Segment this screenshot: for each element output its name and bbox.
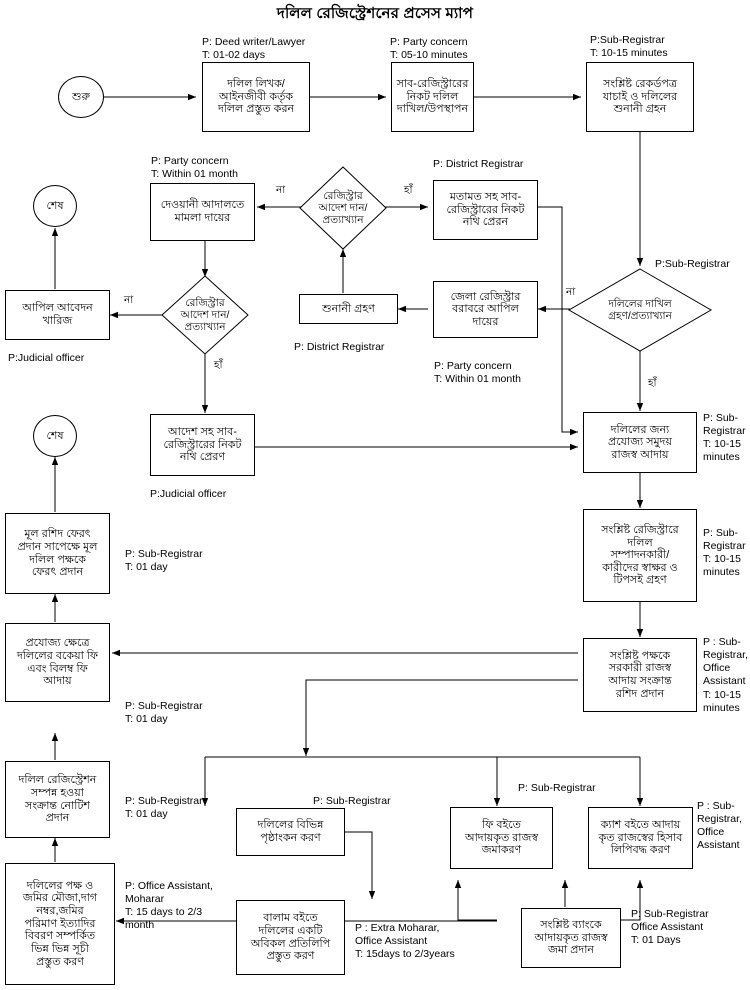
node-end-mid-label: শেষ (46, 429, 64, 442)
annotation-signature-collect: P: Sub- Registrar T: 10-15 minutes (703, 527, 746, 579)
edge-label-no-1: না (276, 184, 286, 196)
node-bank-deposit[interactable]: সংশ্লিষ্ট ব্যাংকে আদায়কৃত রাজস্ব জমা প্… (521, 908, 621, 968)
annotation-civil-court: P: Party concern T: Within 01 month (151, 155, 238, 181)
edge-label-yes-3: হাঁ (648, 377, 657, 389)
annotation-collect-revenue: P: Sub- Registrar T: 10-15 minutes (703, 412, 746, 464)
node-opinion-to-subregistrar[interactable]: মতামত সহ সাব- রেজিস্ট্রারের নিকট নথি প্র… (433, 180, 538, 240)
node-cash-book-label: ক্যাশ বইতে আদায় কৃত রাজস্বের হিসাব লিপি… (598, 819, 683, 857)
diamond-shape-3 (568, 268, 712, 352)
node-arrear-fee-label: প্রযোজ্য ক্ষেত্রে দলিলের বকেয়া ফি এবং ব… (17, 637, 98, 688)
annotation-registration-notice: P: Sub-Registrar T: 01 day (125, 795, 203, 821)
node-end-top-label: শেষ (46, 199, 64, 212)
annotation-submit-deed: P: Party concern T: 05-10 minutes (390, 36, 468, 62)
node-registrar-decision-1-label: রেজিস্ট্রার আদেশ দান/ প্রত্যাখ্যান (318, 189, 368, 227)
node-start-label: শুরু (72, 90, 90, 103)
node-opinion-to-subregistrar-label: মতামত সহ সাব- রেজিস্ট্রারের নিকট নথি প্র… (446, 191, 525, 229)
annotation-arrear-fee: P: Sub-Registrar T: 01 day (125, 700, 203, 726)
node-end-mid[interactable]: শেষ (33, 415, 77, 457)
node-collect-revenue-label: দলিলের জন্য প্রযোজ্য সমুদয় রাজস্ব আদায় (608, 423, 672, 461)
node-registrar-decision-1[interactable]: রেজিস্ট্রার আদেশ দান/ প্রত্যাখ্যান (299, 166, 387, 250)
diamond-shape-2 (161, 275, 249, 355)
edge-label-no-2: না (124, 294, 134, 306)
node-start[interactable]: শুরু (58, 76, 104, 118)
annotation-judicial-officer-mid: P:Judicial officer (150, 488, 227, 500)
annotation-sub-registrar-right: P:Sub-Registrar (655, 258, 730, 270)
node-registrar-decision-2[interactable]: রেজিস্ট্রার আদেশ দান/ প্রত্যাখ্যান (161, 275, 249, 355)
node-receipt-issue-label: সংশ্লিষ্ট পক্ষকে সরকারী রাজস্ব আদায় সংক… (608, 649, 672, 700)
node-endorsement-label: দলিলের বিভিন্ন পৃষ্ঠাংকন করণ (257, 819, 324, 844)
node-appeal-dismissed[interactable]: আপিল আবেদন খারিজ (5, 290, 110, 340)
node-balam-copy-label: বালাম বইতে দলিলের একটি অবিকল প্রতিলিপি প… (250, 912, 331, 963)
node-arrear-fee[interactable]: প্রযোজ্য ক্ষেত্রে দলিলের বকেয়া ফি এবং ব… (5, 623, 110, 702)
annotation-receipt-issue: P : Sub- Registrar, Office Assistant T: … (703, 636, 748, 714)
node-return-original[interactable]: মূল রশিদ ফেরৎ প্রদান সাপেক্ষে মূল দলিল প… (5, 513, 110, 594)
node-doc-accept-reject-label: দলিলের দাখিল গ্রহণ/প্রত্যাখ্যান (608, 297, 672, 322)
node-cash-book[interactable]: ক্যাশ বইতে আদায় কৃত রাজস্বের হিসাব লিপি… (588, 807, 693, 869)
annotation-bank-deposit: P: Sub-Registrar Office Assistant T: 01 … (631, 908, 709, 947)
node-registration-notice[interactable]: দলিল রেজিস্ট্রেশন সম্পন্ন হওয়া সংক্রান্… (5, 761, 110, 838)
annotation-index-prepare: P: Office Assistant, Moharar T: 15 days … (125, 880, 213, 932)
node-order-to-subregistrar-label: আদেশ সহ সাব- রেজিস্ট্রারের নিকট নথি প্রে… (163, 426, 242, 464)
page-title: দলিল রেজিস্ট্রেশনের প্রসেস ম্যাপ (276, 5, 474, 22)
node-appeal-district-registrar-label: জেলা রেজিস্ট্রার বরাবরে আপিল দায়ের (450, 290, 521, 328)
annotation-cash-book: P : Sub- Registrar, Office Assistant (697, 800, 742, 852)
annotation-deed-prepare: P: Deed writer/Lawyer T: 01-02 days (202, 36, 306, 62)
node-hearing-label: শুনানী গ্রহণ (322, 302, 375, 315)
diamond-shape-1 (299, 166, 387, 250)
annotation-fee-book: P: Sub-Registrar (518, 782, 596, 794)
node-endorsement[interactable]: দলিলের বিভিন্ন পৃষ্ঠাংকন করণ (236, 808, 345, 856)
node-registrar-decision-2-label: রেজিস্ট্রার আদেশ দান/ প্রত্যাখ্যান (180, 296, 230, 334)
node-submit-deed-label: সাব-রেজিস্ট্রারের নিকট দলিল দাখিল/উপস্থা… (396, 78, 469, 116)
node-appeal-dismissed-label: আপিল আবেদন খারিজ (22, 302, 93, 327)
node-bank-deposit-label: সংশ্লিষ্ট ব্যাংকে আদায়কৃত রাজস্ব জমা প্… (534, 919, 608, 957)
node-doc-accept-reject[interactable]: দলিলের দাখিল গ্রহণ/প্রত্যাখ্যান (568, 268, 712, 352)
node-civil-court-case-label: দেওয়ানী আদালতে মামলা দায়ের (160, 199, 245, 224)
node-fee-book[interactable]: ফি বইতে আদায়কৃত রাজস্ব জমাকরণ (450, 807, 553, 869)
node-appeal-district-registrar[interactable]: জেলা রেজিস্ট্রার বরাবরে আপিল দায়ের (433, 281, 538, 338)
node-return-original-label: মূল রশিদ ফেরৎ প্রদান সাপেক্ষে মূল দলিল প… (17, 528, 98, 579)
annotation-return-original: P: Sub-Registrar T: 01 day (125, 548, 203, 574)
node-order-to-subregistrar[interactable]: আদেশ সহ সাব- রেজিস্ট্রারের নিকট নথি প্রে… (150, 414, 255, 476)
node-registration-notice-label: দলিল রেজিস্ট্রেশন সম্পন্ন হওয়া সংক্রান্… (18, 774, 97, 825)
annotation-hearing: P: District Registrar (294, 341, 385, 353)
annotation-balam-copy: P : Extra Moharar, Office Assistant T: 1… (355, 922, 455, 961)
node-deed-prepare-label: দলিল লিখক/ আইনজীবী কর্তৃক দলিল প্রস্তুত … (217, 78, 295, 116)
node-verify-records-label: সংশ্লিষ্ট রেকর্ডপত্র যাচাই ও দলিলের শুনা… (602, 78, 678, 116)
node-submit-deed[interactable]: সাব-রেজিস্ট্রারের নিকট দলিল দাখিল/উপস্থা… (391, 62, 474, 132)
node-fee-book-label: ফি বইতে আদায়কৃত রাজস্ব জমাকরণ (464, 819, 539, 857)
node-civil-court-case[interactable]: দেওয়ানী আদালতে মামলা দায়ের (150, 183, 255, 241)
node-receipt-issue[interactable]: সংশ্লিষ্ট পক্ষকে সরকারী রাজস্ব আদায় সংক… (583, 638, 697, 712)
node-index-prepare[interactable]: দলিলের পক্ষ ও জমির মৌজা,দাগ নম্বর,জমির প… (5, 863, 115, 985)
annotation-district-registrar-top: P: District Registrar (433, 158, 524, 170)
node-deed-prepare[interactable]: দলিল লিখক/ আইনজীবী কর্তৃক দলিল প্রস্তুত … (202, 62, 310, 132)
node-signature-collect-label: সংশ্লিষ্ট রেজিস্ট্রারে দলিল সম্পাদনকারী/… (601, 523, 679, 587)
edge-label-no-3: না (566, 286, 576, 298)
node-collect-revenue[interactable]: দলিলের জন্য প্রযোজ্য সমুদয় রাজস্ব আদায় (583, 412, 697, 473)
edge-label-yes-1: হাঁ (404, 184, 413, 196)
annotation-endorsement: P: Sub-Registrar (313, 795, 391, 807)
node-hearing[interactable]: শুনানী গ্রহণ (299, 294, 398, 324)
edge-label-yes-2: হাঁ (214, 359, 223, 371)
node-signature-collect[interactable]: সংশ্লিষ্ট রেজিস্ট্রারে দলিল সম্পাদনকারী/… (583, 509, 697, 602)
node-verify-records[interactable]: সংশ্লিষ্ট রেকর্ডপত্র যাচাই ও দলিলের শুনা… (586, 62, 694, 132)
annotation-judicial-officer-left: P:Judicial officer (8, 352, 85, 364)
node-end-top[interactable]: শেষ (33, 185, 77, 227)
node-balam-copy[interactable]: বালাম বইতে দলিলের একটি অবিকল প্রতিলিপি প… (236, 900, 345, 975)
node-index-prepare-label: দলিলের পক্ষ ও জমির মৌজা,দাগ নম্বর,জমির প… (22, 879, 98, 968)
annotation-appeal-dr: P: Party concern T: Within 01 month (434, 360, 521, 386)
annotation-verify-records: P:Sub-Registrar T: 10-15 minutes (590, 34, 668, 60)
